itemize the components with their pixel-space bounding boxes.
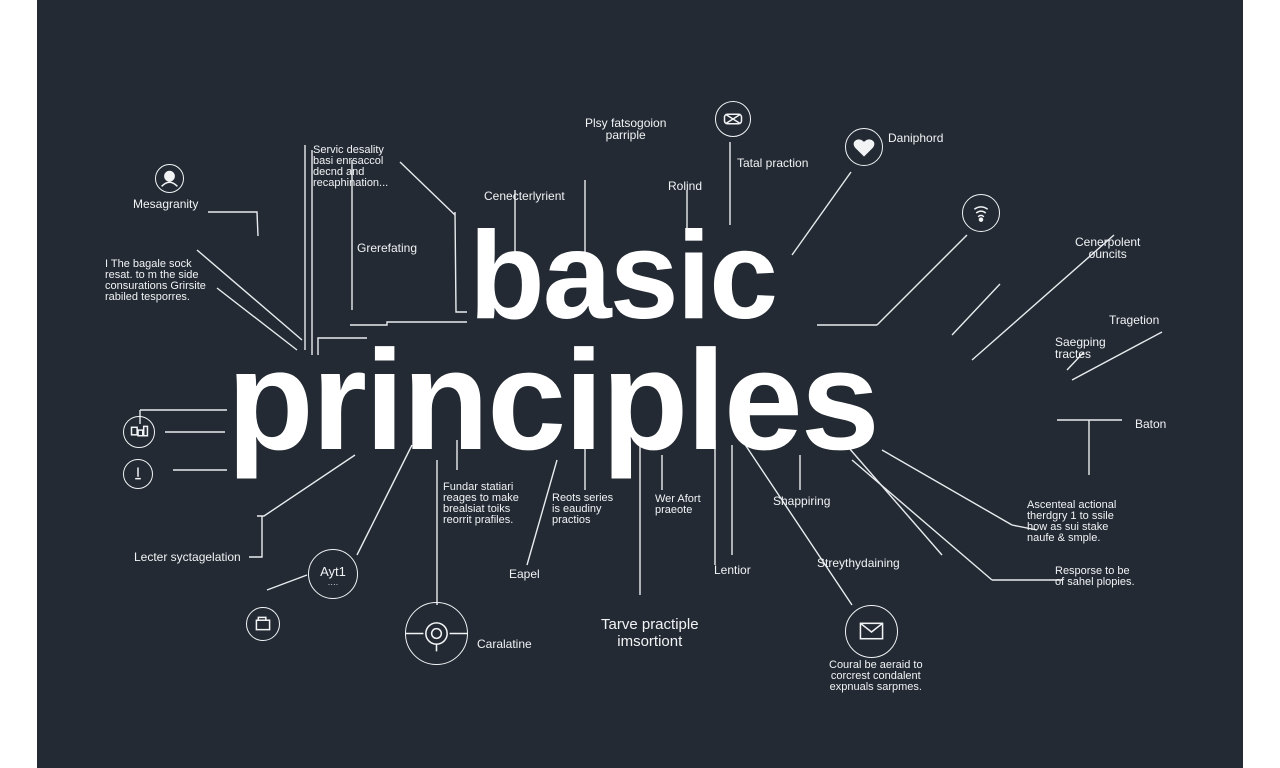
- label-caralatine: Caralatine: [477, 637, 532, 651]
- label-ascentoal: Ascenteal actional therdgry 1 to ssile h…: [1027, 499, 1117, 544]
- label-servic-description: Servic desality basi enrsaccol decnd and…: [313, 144, 389, 189]
- label-play-principle: Plsy fatsogoion parriple: [585, 116, 667, 142]
- label-fundar: Fundar statiari reages to make brealsiat…: [443, 481, 519, 526]
- label-daniphord: Daniphord: [888, 131, 944, 145]
- label-lecter: Lecter syctagelation: [134, 550, 241, 564]
- label-weraford: Wer Afort praeote: [655, 493, 701, 516]
- label-streythy: Streythydaining: [817, 556, 900, 570]
- title-line-principles: principles: [227, 321, 880, 480]
- badge-text: Ayt1: [320, 564, 346, 579]
- label-grerefating: Grerefating: [357, 241, 418, 255]
- label-baton: Baton: [1135, 417, 1167, 431]
- label-response: Resporse to be of sahel plopies.: [1055, 565, 1135, 588]
- timer-icon: [123, 459, 153, 489]
- label-tarve: Tarve practiple imsortiont: [601, 616, 699, 650]
- label-lention: Lentior: [714, 563, 751, 577]
- target-icon: [405, 602, 468, 665]
- heart-icon: [845, 128, 883, 166]
- label-tatal-practice: Tatal praction: [737, 156, 809, 170]
- label-the-bagale: I The bagale sock resat. to m the side c…: [105, 258, 206, 303]
- label-rolind: Rolind: [668, 179, 703, 193]
- bag-icon: [246, 607, 280, 641]
- badge-icon: Ayt1 ····: [308, 549, 358, 599]
- title-line-basic: basic: [469, 207, 778, 345]
- label-reocts: Reots series is eaudiny practios: [552, 492, 614, 526]
- label-saeging: Saegping tractes: [1055, 335, 1106, 361]
- blocks-icon: [123, 416, 155, 448]
- label-tragetion: Tragetion: [1109, 313, 1160, 327]
- label-messagranity: Mesagranity: [133, 197, 199, 211]
- wifi-icon: [962, 194, 1000, 232]
- label-shappiring: Shappiring: [773, 494, 831, 508]
- label-eapel: Eapel: [509, 567, 540, 581]
- label-coural: Coural be aeraid to corcrest condalent e…: [829, 659, 923, 693]
- label-cenerpolent: Cenerpolent ouncits: [1075, 235, 1141, 261]
- people-icon: [155, 164, 184, 193]
- connector-lines: [139, 142, 1163, 606]
- mail-icon: [845, 605, 898, 658]
- mask-icon: [715, 101, 751, 137]
- badge-subtext: ····: [327, 580, 339, 589]
- label-cenectterly: Cenecterlyrient: [484, 189, 565, 203]
- diagram-board: basic principles Ayt1 ···· Mesagranity S…: [37, 0, 1243, 768]
